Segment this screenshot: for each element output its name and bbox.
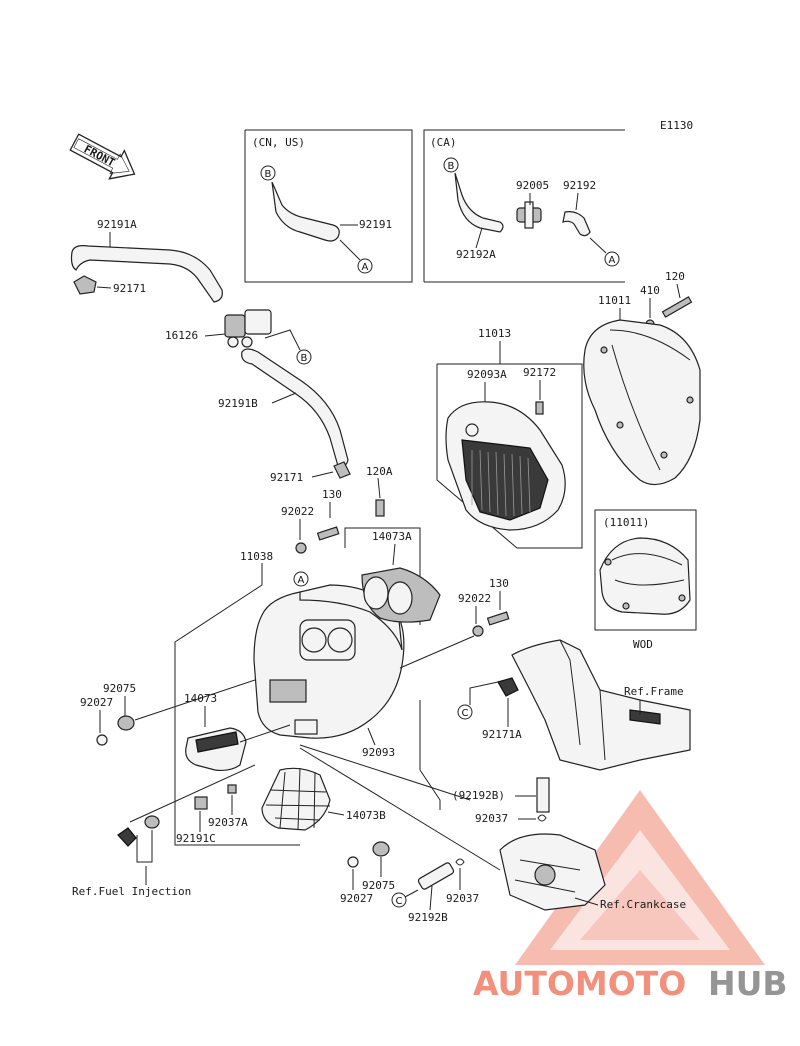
circle-c: C (396, 896, 403, 907)
clamp-92037-right (537, 814, 547, 822)
grommet-92075-left (117, 715, 135, 731)
label-92037-right: 92037 (475, 812, 508, 825)
grommet-fuel (144, 815, 160, 829)
label-92171-mid: 92171 (270, 471, 303, 484)
label-14073: 14073 (184, 692, 217, 705)
circle-b: B (301, 353, 308, 364)
label-92037A: 92037A (208, 816, 248, 829)
circle-a: A (298, 575, 305, 586)
funnel-14073A (361, 567, 441, 623)
clamp-92171A (497, 677, 519, 697)
label-92191C: 92191C (176, 832, 216, 845)
ref-fuel-injection: Ref.Fuel Injection (72, 885, 191, 898)
circle-b: B (265, 169, 272, 180)
upper-hose-assembly: 92191A 92171 16126 B 92191B 92171 (70, 218, 351, 484)
label-92027-left: 92027 (80, 696, 113, 709)
circle-a: A (609, 255, 616, 266)
front-arrow-icon: FRONT (69, 133, 136, 180)
clamp-92037-bottom (455, 858, 465, 866)
label-92075-left: 92075 (103, 682, 136, 695)
hose-92192B (417, 862, 455, 890)
label-410: 410 (640, 284, 660, 297)
clamp-92037A (227, 784, 237, 794)
box-wod-caption: WOD (633, 638, 653, 651)
clamp-92171-top (73, 275, 97, 295)
wod-cover (599, 537, 691, 615)
washer-92022-top (295, 542, 307, 554)
box-wod: (11011) WOD (594, 509, 697, 651)
box-cn-us: (CN, US) B 92191 A (244, 129, 413, 283)
label-120: 120 (665, 270, 685, 283)
bolt-fuel (117, 827, 137, 847)
label-92192: 92192 (563, 179, 596, 192)
label-11038: 11038 (240, 550, 273, 563)
box-cn-us-title: (CN, US) (252, 136, 305, 149)
label-92191: 92191 (359, 218, 392, 231)
label-14073B: 14073B (346, 809, 386, 822)
hose-92192 (562, 211, 591, 237)
watermark-part2: HUB (708, 964, 788, 1003)
label-130-top: 130 (322, 488, 342, 501)
box-ca: (CA) B 92005 92192 92192A A (423, 129, 625, 283)
label-11011: 11011 (598, 294, 631, 307)
screw-92172 (535, 401, 544, 415)
label-92171A: 92171A (482, 728, 522, 741)
ref-frame: Ref.Frame (624, 685, 684, 698)
bottom-parts: 92027 92075 C 92192B 92037 (299, 744, 501, 924)
label-92172: 92172 (523, 366, 556, 379)
label-92075-bottom: 92075 (362, 879, 395, 892)
label-92093: 92093 (362, 746, 395, 759)
watermark-part1: AUTOMOTO (473, 964, 686, 1003)
label-92037-bottom: 92037 (446, 892, 479, 905)
hose-92191A (70, 245, 223, 303)
hose-92192B-paren (536, 777, 550, 813)
label-92192B: 92192B (408, 911, 448, 924)
washer-92022-mid (472, 625, 484, 637)
watermark-text: AUTOMOTO HUB (473, 964, 788, 1003)
bolt-130-top (316, 526, 340, 541)
frame-crankcase-area: Ref.Frame C 92171A (92192B) 92037 Ref.Cr… (452, 639, 691, 911)
label-120A: 120A (366, 465, 393, 478)
circle-a: A (362, 262, 369, 273)
valve-16126 (224, 309, 272, 348)
washer-92027-left (96, 734, 108, 746)
label-92005: 92005 (516, 179, 549, 192)
circle-b: B (448, 161, 455, 172)
air-cleaner-housing: 120A 130 92022 11038 A 92093 14073A (72, 465, 510, 898)
clamp-92171-mid (333, 461, 351, 479)
ref-crankcase: Ref.Crankcase (600, 898, 686, 911)
label-11013: 11013 (478, 327, 511, 340)
bolt-120A (375, 499, 385, 517)
label-14073A: 14073A (372, 530, 412, 543)
label-92191B: 92191B (218, 397, 258, 410)
label-92171-top: 92171 (113, 282, 146, 295)
hose-92191 (271, 181, 340, 242)
label-16126: 16126 (165, 329, 198, 342)
grille-14073B (261, 767, 331, 831)
watermark-logo (515, 790, 765, 965)
diagram-code: E1130 (660, 119, 693, 132)
label-92192A: 92192A (456, 248, 496, 261)
hose-92191C (194, 796, 208, 810)
cover-11011: 11011 410 120 (583, 270, 701, 486)
label-130-mid: 130 (489, 577, 509, 590)
washer-92027-bottom (347, 856, 359, 868)
cover-shell (583, 319, 701, 486)
circle-c: C (462, 708, 469, 719)
hose-92192A (454, 172, 504, 233)
label-92093A: 92093A (467, 368, 507, 381)
label-92022-top: 92022 (281, 505, 314, 518)
grommet-92075-bottom (372, 841, 390, 857)
label-92192B-paren: (92192B) (452, 789, 505, 802)
box-ca-title: (CA) (430, 136, 457, 149)
bolt-120 (661, 296, 693, 318)
label-92027-bottom: 92027 (340, 892, 373, 905)
label-92191A: 92191A (97, 218, 137, 231)
element-box-11013: 11013 92093A 92172 (436, 327, 583, 549)
bolt-130-mid (486, 611, 510, 626)
label-92022-mid: 92022 (458, 592, 491, 605)
box-wod-title: (11011) (603, 516, 649, 529)
